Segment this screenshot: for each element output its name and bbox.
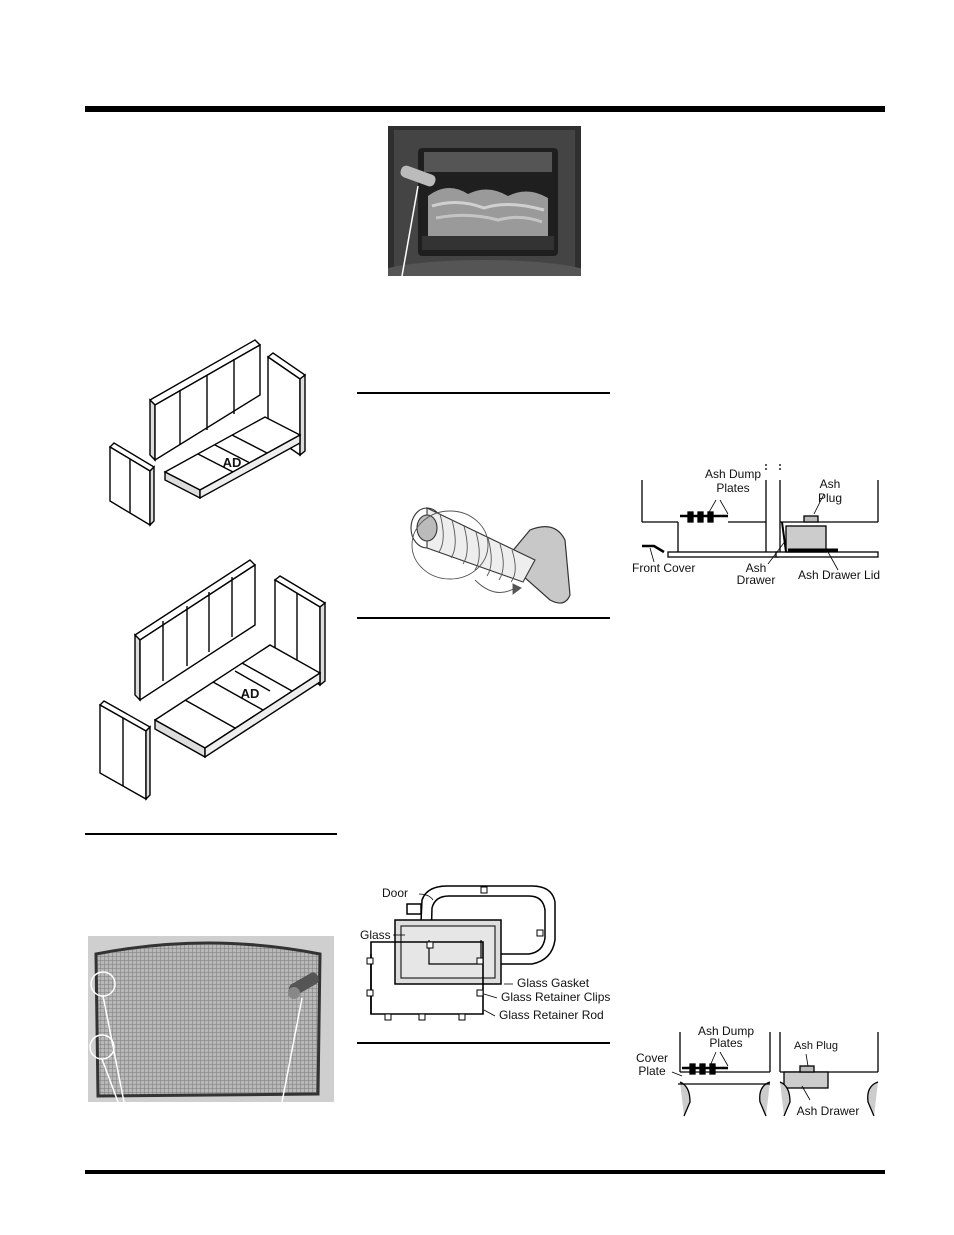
cover-plate-label-1: Cover xyxy=(636,1051,668,1065)
divider-middle-3 xyxy=(357,1042,610,1044)
ash-drawer-diagram-top: Ash Dump Plates Ash Plug Front Cover Ash… xyxy=(628,460,882,590)
header-rule xyxy=(85,106,885,112)
glass-retainer-clips-label: Glass Retainer Clips xyxy=(501,990,610,1004)
glass-retainer-rod-label: Glass Retainer Rod xyxy=(499,1008,604,1022)
firebrick-small-label: AD xyxy=(223,455,242,470)
ash-plug-label-1: Ash xyxy=(820,477,841,491)
glass-gasket-label: Glass Gasket xyxy=(517,976,590,990)
ash-drawer-label-2: Drawer xyxy=(737,573,776,587)
cover-plate-label-2: Plate xyxy=(638,1064,666,1078)
firebrick-small-diagram: AD xyxy=(100,335,315,530)
ash-drawer-label-1: Ash xyxy=(746,561,767,575)
ash-drawer-diagram-bottom: Ash Dump Plates Cover Plate Ash Plug Ash… xyxy=(630,1022,882,1118)
fireplace-screen-photo xyxy=(88,936,334,1102)
ash-drawer-bottom-label: Ash Drawer xyxy=(797,1104,860,1118)
ash-dump-plates-bottom-label-2: Plates xyxy=(709,1036,742,1050)
ash-dump-plates-label-2: Plates xyxy=(716,481,749,495)
door-label: Door xyxy=(382,886,408,900)
ash-plug-label-2: Plug xyxy=(818,491,842,505)
ash-plug-bottom-label: Ash Plug xyxy=(794,1040,838,1052)
firebrick-large-diagram: AD xyxy=(95,555,330,803)
door-gasket-rope-diagram xyxy=(405,500,575,610)
divider-left xyxy=(85,833,337,835)
footer-rule xyxy=(85,1170,885,1174)
divider-middle-1 xyxy=(357,392,610,394)
ash-drawer-lid-label: Ash Drawer Lid xyxy=(798,568,880,582)
door-glass-diagram: Door Glass Glass Gasket Glass Retainer C… xyxy=(357,880,610,1030)
ash-dump-plates-bottom-label-1: Ash Dump xyxy=(698,1024,754,1038)
front-cover-label: Front Cover xyxy=(632,561,695,575)
ash-dump-plates-label-1: Ash Dump xyxy=(705,467,761,481)
divider-middle-2 xyxy=(357,617,610,619)
glass-label: Glass xyxy=(360,928,391,942)
stove-front-photo xyxy=(388,126,581,276)
firebrick-large-label: AD xyxy=(241,686,260,701)
